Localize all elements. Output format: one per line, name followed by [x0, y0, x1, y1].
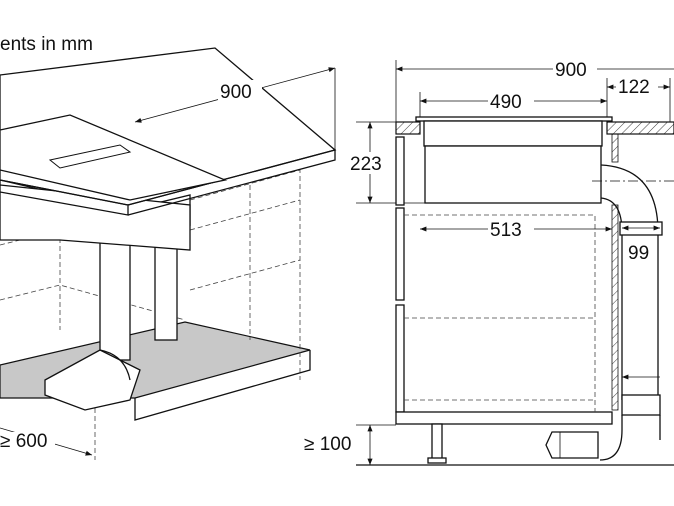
cabinet-leg	[431, 423, 443, 461]
dimension-body-depth: 513	[490, 220, 522, 241]
dimension-hob-height: 223	[350, 154, 382, 175]
countertop-right	[606, 121, 674, 135]
cabinet-bottom	[395, 411, 613, 425]
dimension-plinth-height: ≥ 100	[304, 434, 351, 455]
countertop-left	[395, 121, 421, 135]
dimension-depth-iso: ≥ 600	[0, 431, 47, 452]
caption: ents in mm	[0, 34, 93, 55]
isometric-view: 900 ≥ 600	[0, 47, 337, 460]
blower-box	[545, 431, 599, 459]
dimension-offset: 122	[618, 77, 650, 98]
dimension-total-width: 900	[555, 60, 587, 81]
dimension-width-iso: 900	[220, 82, 252, 103]
cabinet-back	[611, 204, 619, 411]
dimension-hob-width: 490	[490, 92, 522, 113]
hob	[0, 114, 228, 201]
dimension-duct-width: 99	[628, 243, 649, 264]
section-view: 900 490 122 223 99	[302, 58, 674, 466]
hob-body	[424, 145, 602, 204]
